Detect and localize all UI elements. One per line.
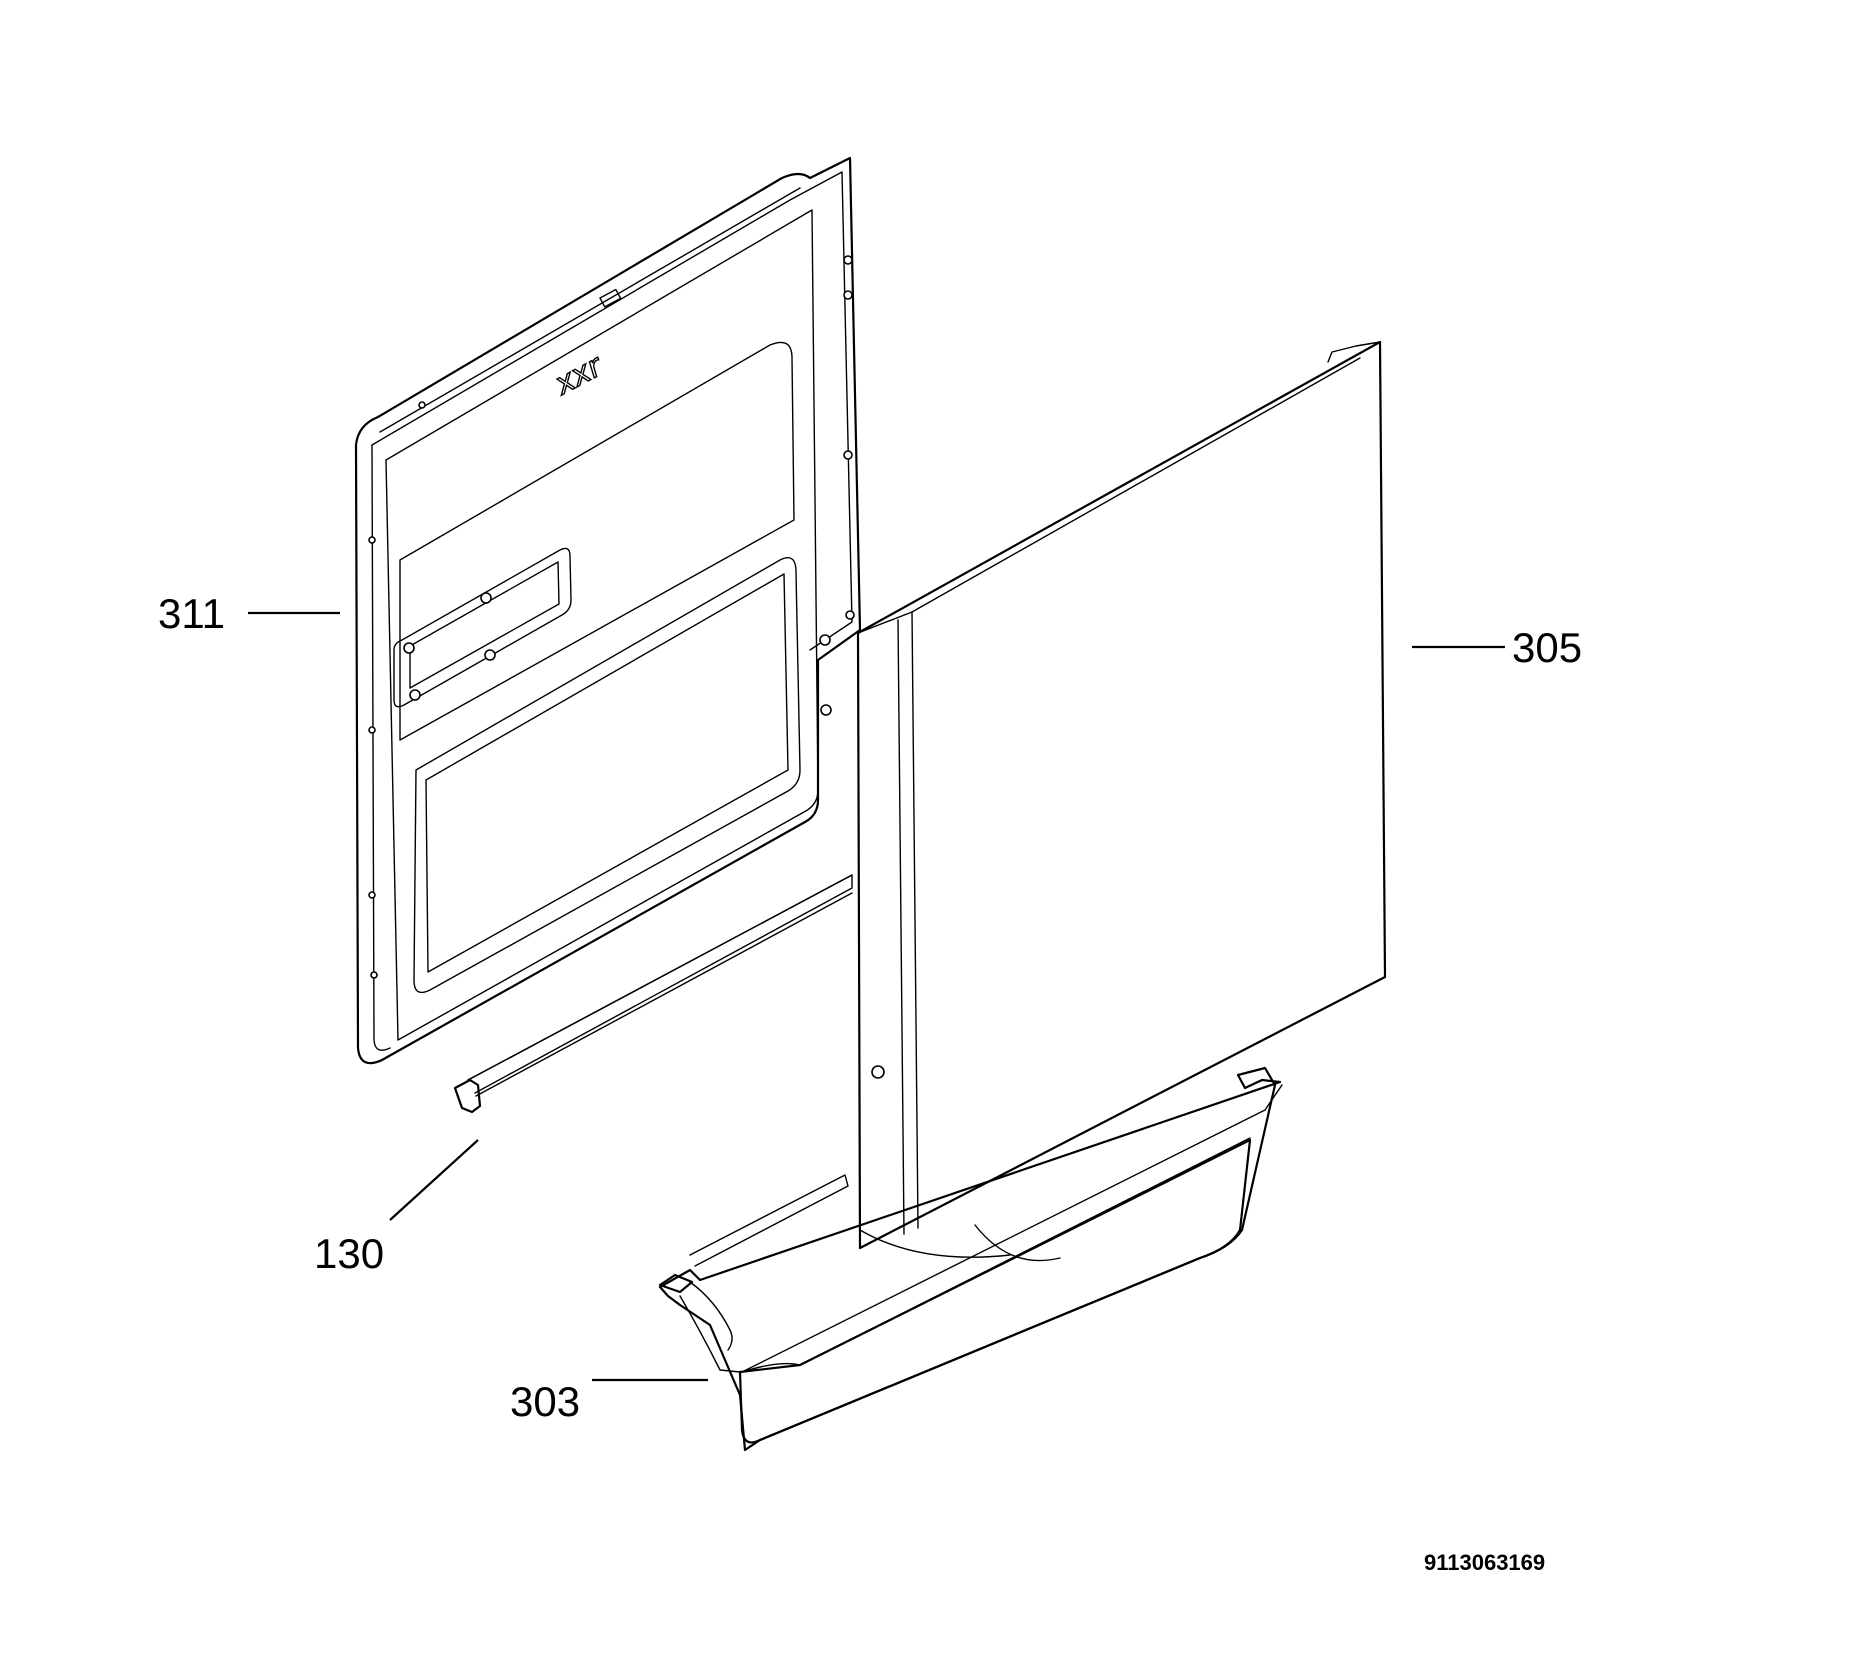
inner-door-panel: xxr (354, 156, 862, 1065)
callout-labels: 311 305 130 303 (158, 590, 1582, 1425)
callout-label-303: 303 (510, 1378, 580, 1425)
callout-leaders (248, 611, 1505, 1382)
callout-label-130: 130 (314, 1230, 384, 1277)
callout-label-311: 311 (158, 590, 225, 637)
callout-label-305: 305 (1512, 624, 1582, 671)
door-seal-strip (453, 874, 853, 1114)
outer-door-panel (856, 340, 1387, 1262)
leader-130 (389, 1139, 479, 1221)
panel-marking-text: xxr (548, 348, 609, 403)
document-number: 9113063169 (1424, 1550, 1545, 1575)
door-handle-trim (658, 1066, 1283, 1452)
